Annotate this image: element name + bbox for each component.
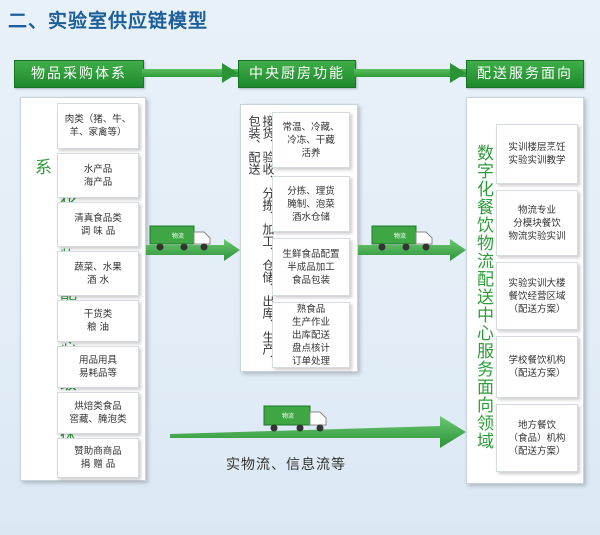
truck-label: 物流: [172, 232, 184, 240]
truck-icon: [263, 405, 327, 432]
arrow-procurement-to-kitchen: [146, 239, 240, 261]
kitchen-function-item: 分拣、理货 腌制、泡菜 酒水仓储: [272, 176, 350, 232]
procurement-item: 烘焙类食品 窖藏、腌泡类: [57, 392, 139, 434]
header-arrow-2: [450, 63, 466, 83]
flow-caption: 实物流、信息流等: [226, 457, 346, 473]
truck-icon: [371, 225, 433, 251]
kitchen-function-item: 熟食品 生产作业 出库配送 盘点核计 订单处理: [272, 302, 350, 368]
procurement-item: 蔬菜、水果 酒 水: [57, 251, 139, 296]
connector-band-2: [354, 69, 466, 77]
procurement-item: 水产品 海产品: [57, 153, 139, 198]
procurement-item: 清真食品类 调 味 品: [57, 202, 139, 247]
procurement-item: 干货类 粮 油: [57, 300, 139, 342]
header-delivery: 配送服务面向: [466, 60, 584, 88]
delivery-vertical-title: 数字化餐饮物流配送中心服务面向领域: [473, 144, 493, 450]
procurement-item: 用品用具 易耗品等: [57, 346, 139, 388]
kitchen-function-item: 生鲜食品配置 半成品加工 食品包装: [272, 238, 350, 296]
connector-band-1: [142, 69, 238, 77]
procurement-item: 赞助商商品 捐 赠 品: [57, 438, 139, 478]
delivery-target-item: 实验实训大楼 餐饮经营区域 （配送方案）: [496, 262, 578, 330]
delivery-target-item: 物流专业 分模块餐饮 物流实验实训: [496, 190, 578, 256]
delivery-target-item: 学校餐饮机构 （配送方案）: [496, 336, 578, 398]
delivery-target-item: 地方餐饮 （食品）机构 （配送方案）: [496, 404, 578, 472]
truck-label: 物流: [282, 412, 294, 420]
header-arrow-1: [222, 63, 238, 83]
procurement-item: 肉类（猪、牛、 羊、家禽等）: [57, 103, 139, 149]
header-central-kitchen: 中央厨房功能: [238, 60, 356, 88]
delivery-target-item: 实训楼层烹饪 实验实训教学: [496, 124, 578, 184]
arrow-kitchen-to-delivery: [358, 239, 466, 261]
kitchen-function-item: 常温、冷藏、 冷冻、干藏 活养: [272, 112, 350, 168]
kitchen-process-vertical-text: 接货、验收、分拣、加工、仓储、出库、生产、包装、配送: [247, 115, 275, 367]
truck-icon: [149, 225, 211, 251]
page-title: 二、实验室供应链模型: [8, 10, 209, 32]
arrow-bottom-flow: [170, 416, 466, 448]
truck-label: 物流: [394, 232, 406, 240]
